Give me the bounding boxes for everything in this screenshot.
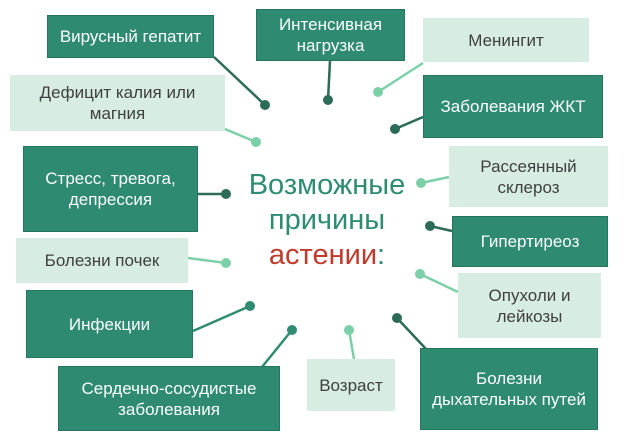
age-line	[347, 329, 356, 360]
tumors-line	[419, 272, 459, 294]
cardiovascular-line	[261, 329, 293, 368]
cause-box-label: Болезни почек	[44, 251, 160, 270]
cause-box-infections: Инфекции	[26, 290, 193, 358]
cardiovascular-line-dot	[287, 325, 297, 335]
cause-box-intensive-load: Интенсивная нагрузка	[256, 9, 405, 61]
title-colon: :	[377, 239, 386, 271]
cause-box-kidney-diseases: Болезни почек	[16, 238, 188, 283]
cause-box-gi-tract-diseases: Заболевания ЖКТ	[423, 75, 603, 138]
cause-box-label: Интенсивная нагрузка	[278, 15, 383, 55]
title-line-2: причины	[268, 204, 386, 236]
intensive-load-line-dot	[323, 95, 333, 105]
infections-line	[192, 304, 251, 333]
cause-box-label: Болезни дыхательных путей	[432, 369, 586, 409]
kidney-line	[187, 256, 227, 265]
cause-box-label: Заболевания ЖКТ	[440, 97, 586, 116]
cause-box-age: Возраст	[307, 359, 395, 411]
cause-box-label: Опухоли и лейкозы	[488, 285, 571, 326]
potassium-line-dot	[251, 137, 261, 147]
cause-box-label: Менингит	[468, 30, 544, 50]
cause-box-multiple-sclerosis: Рассеянный склероз	[449, 146, 608, 207]
cause-box-viral-hepatitis: Вирусный гепатит	[47, 15, 214, 58]
meningitis-line	[377, 61, 424, 94]
cause-box-label: Рассеянный склероз	[480, 156, 577, 197]
hyperthyroidism-line	[429, 224, 453, 233]
cause-box-label: Инфекции	[68, 314, 151, 334]
gi-tract-line	[394, 115, 424, 131]
cause-box-potassium-magnesium-deficiency: Дефицит калия или магния	[10, 75, 225, 131]
cause-box-stress-anxiety-depression: Стресс, тревога, депрессия	[23, 146, 198, 232]
cause-box-label: Гипертиреоз	[480, 232, 580, 251]
cause-box-label: Возраст	[319, 375, 383, 395]
viral-hepatitis-line-dot	[260, 100, 270, 110]
diagram-title: Возможные причины астении:	[227, 168, 427, 273]
intensive-load-line	[326, 60, 332, 101]
cause-box-hyperthyroidism: Гипертиреоз	[452, 216, 608, 267]
cause-box-label: Стресс, тревога, депрессия	[45, 169, 176, 209]
title-line-3: астении:	[227, 238, 427, 273]
cause-box-label: Дефицит калия или магния	[39, 83, 196, 123]
respiratory-line	[396, 317, 427, 350]
title-word-asthenia: астении	[268, 239, 378, 271]
gi-tract-line-dot	[390, 124, 400, 134]
cause-box-respiratory-diseases: Болезни дыхательных путей	[420, 348, 598, 430]
cause-box-label: Сердечно-сосудистые заболевания	[81, 378, 257, 419]
meningitis-line-dot	[373, 87, 383, 97]
title-line-1: Возможные	[248, 169, 406, 201]
cause-box-meningitis: Менингит	[423, 18, 589, 62]
respiratory-line-dot	[392, 313, 402, 323]
age-line-dot	[344, 325, 354, 335]
potassium-line	[219, 125, 257, 144]
cause-box-tumors-leukemia: Опухоли и лейкозы	[458, 273, 601, 338]
cause-box-cardiovascular-diseases: Сердечно-сосудистые заболевания	[58, 366, 280, 431]
cause-box-label: Вирусный гепатит	[59, 27, 202, 46]
infections-line-dot	[245, 301, 255, 311]
